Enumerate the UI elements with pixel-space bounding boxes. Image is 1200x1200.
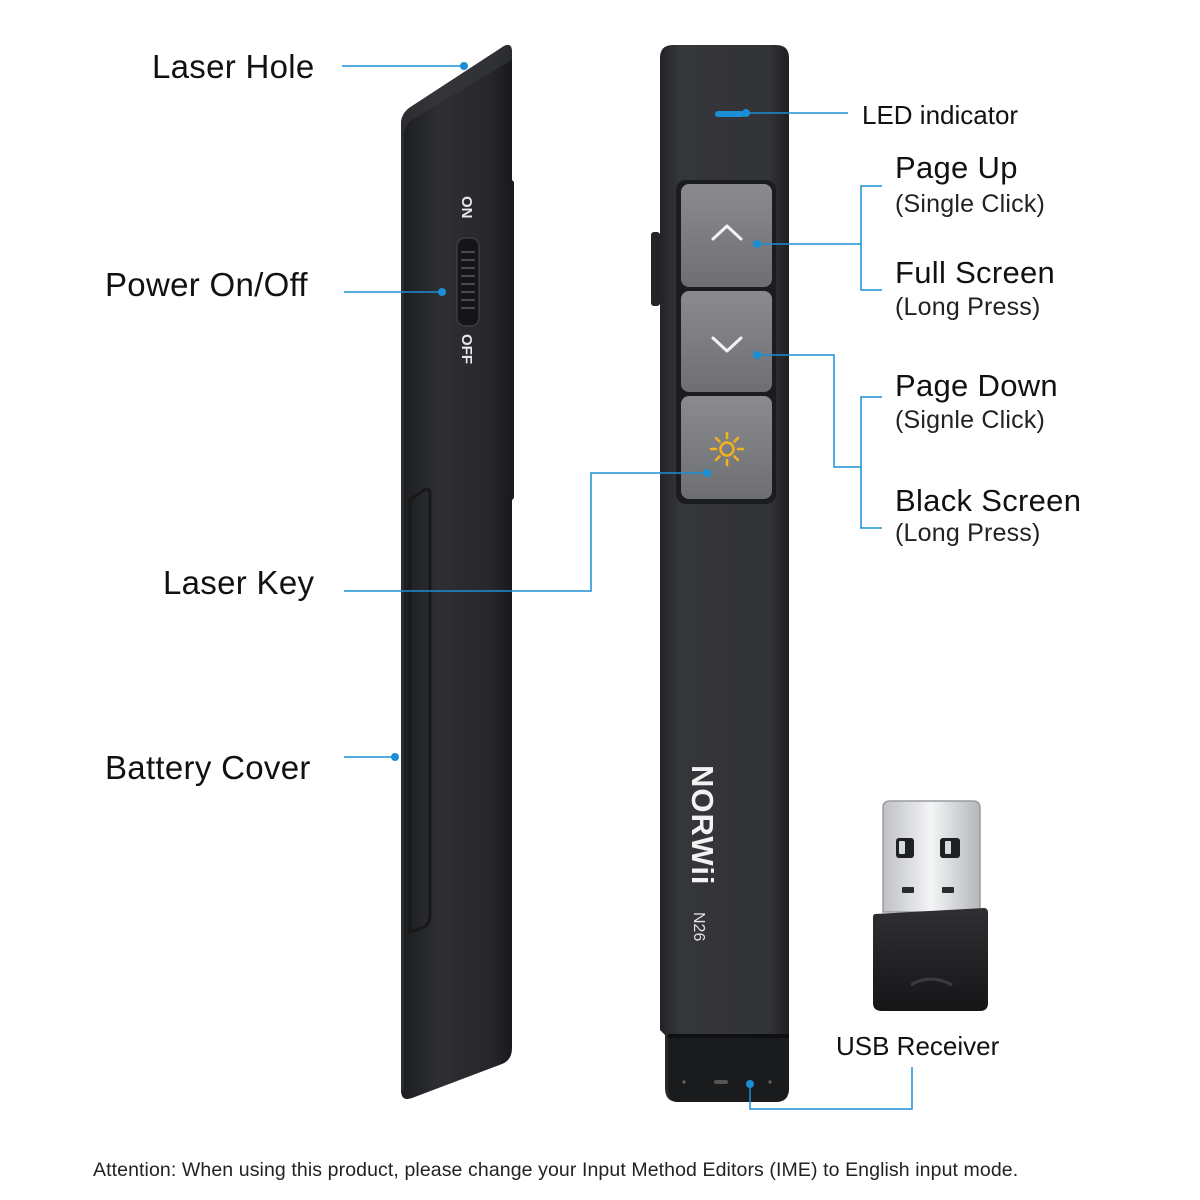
switch-on-text: ON [458,196,475,219]
label-page-down: Page Down [895,368,1058,403]
label-page-down-action: (Signle Click) [895,406,1046,434]
brand-logo-text: NORWii [685,765,720,886]
label-laser-hole: Laser Hole [152,48,315,85]
label-battery-cover: Battery Cover [105,749,311,786]
label-full-screen-action: (Long Press) [895,293,1041,321]
label-page-up: Page Up [895,150,1018,185]
side-view-presenter: ON OFF [401,44,514,1099]
front-view-presenter: NORWii N26 [651,45,789,1102]
label-laser-key: Laser Key [163,564,315,601]
switch-off-text: OFF [458,334,475,364]
callout-lines [342,65,913,1110]
label-black-screen-action: (Long Press) [895,519,1041,547]
usb-receiver [873,800,988,1011]
led-indicator-light [715,111,745,117]
callout-dots [391,62,761,1088]
attention-note: Attention: When using this product, plea… [93,1159,1019,1181]
model-text: N26 [690,912,707,941]
label-led-indicator: LED indicator [862,100,1019,130]
laser-button [681,396,772,499]
label-black-screen: Black Screen [895,483,1082,518]
chevron-up-icon [711,224,743,241]
chevron-down-icon [711,336,743,353]
label-power-on-off: Power On/Off [105,266,308,303]
label-usb-receiver: USB Receiver [836,1031,1000,1061]
page-up-button [681,184,772,287]
sun-icon [709,431,745,467]
label-page-up-action: (Single Click) [895,190,1046,218]
label-full-screen: Full Screen [895,255,1056,290]
page-down-button [681,291,772,392]
